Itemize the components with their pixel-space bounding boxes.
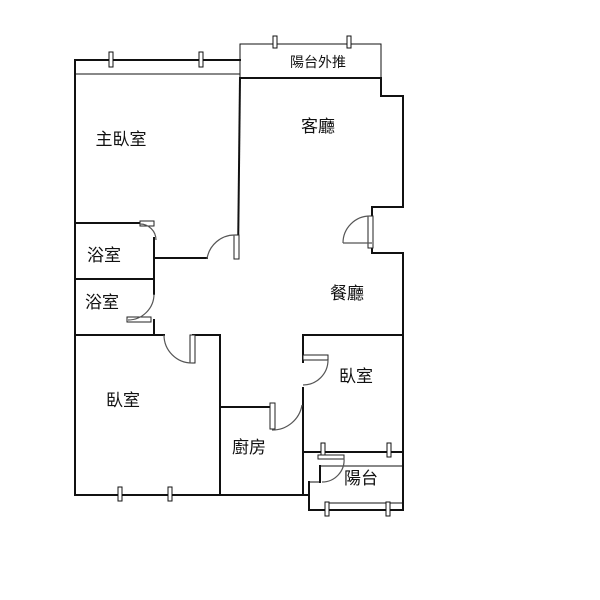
door-leaf [317, 454, 345, 460]
window-mark [385, 501, 391, 517]
door-leaf [367, 215, 374, 249]
interior-walls [74, 76, 404, 504]
door-arc [139, 223, 157, 241]
label-bedroom-right: 臥室 [339, 367, 373, 387]
door-arc [163, 334, 193, 364]
top-balcony-label: 陽台外推 [290, 55, 346, 71]
label-kitchen: 廚房 [232, 437, 266, 458]
label-living-room: 客廳 [301, 117, 335, 137]
door-arc [342, 215, 371, 244]
door-arc [206, 234, 236, 260]
wall-right-and-bottom [74, 77, 404, 511]
label-bathroom-lower: 浴室 [85, 293, 119, 313]
door-arc [321, 457, 345, 483]
window-mark [167, 486, 173, 502]
door-leaf [269, 402, 276, 430]
exterior-walls [74, 59, 404, 511]
window-mark [272, 35, 278, 49]
door-arc [271, 404, 303, 431]
label-bathroom-upper: 浴室 [87, 246, 121, 266]
label-dining-room: 餐廳 [330, 284, 364, 304]
window-mark [117, 486, 123, 502]
label-balcony: 陽台 [344, 469, 378, 489]
window-mark [198, 51, 204, 68]
label-bedroom-left: 臥室 [106, 391, 140, 411]
door-leaf [189, 334, 196, 364]
window-mark [324, 501, 330, 517]
door-leaf [233, 234, 240, 260]
door-leaf [302, 354, 329, 361]
doors [126, 215, 374, 483]
top-balcony-extension: 陽台外推 [239, 35, 382, 79]
door-arc [302, 359, 329, 386]
label-master-bedroom: 主臥室 [96, 130, 147, 150]
window-mark [386, 442, 392, 458]
window-mark [346, 35, 352, 49]
window-mark [108, 51, 114, 68]
room-labels: 主臥室 客廳 浴室 浴室 餐廳 臥室 臥室 廚房 陽台 [85, 117, 378, 489]
wall-master-living [236, 76, 242, 260]
wall-left-and-top [74, 59, 241, 496]
door-arc [127, 293, 155, 321]
